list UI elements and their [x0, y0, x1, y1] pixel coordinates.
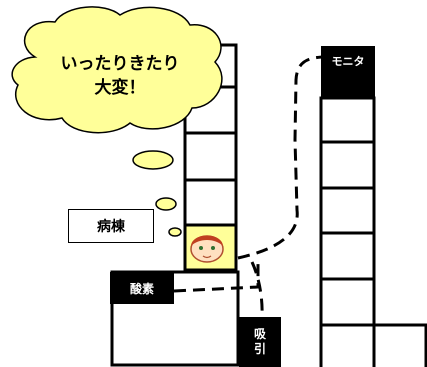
nurse-face-icon — [190, 235, 224, 263]
monitor-room-top — [321, 74, 375, 98]
monitor-room-column — [319, 96, 427, 367]
oxygen-label: 酸素 — [110, 272, 174, 304]
suction-label: 吸 引 — [239, 317, 281, 367]
path-to-suction — [250, 261, 264, 319]
suction-label-line-1: 吸 — [253, 327, 266, 341]
thought-line-1: いったりきたり — [60, 54, 180, 74]
thought-line-2: 大変！ — [94, 78, 146, 98]
path-to-monitor — [237, 55, 323, 260]
suction-label-line-2: 引 — [253, 342, 266, 356]
monitor-label: モニタ — [321, 46, 375, 76]
dashed-paths — [173, 55, 323, 319]
thought-text: いったりきたり 大変！ — [30, 52, 210, 100]
thought-bubble — [11, 6, 223, 237]
path-to-oxygen — [173, 260, 260, 293]
ward-label: 病棟 — [68, 209, 154, 243]
